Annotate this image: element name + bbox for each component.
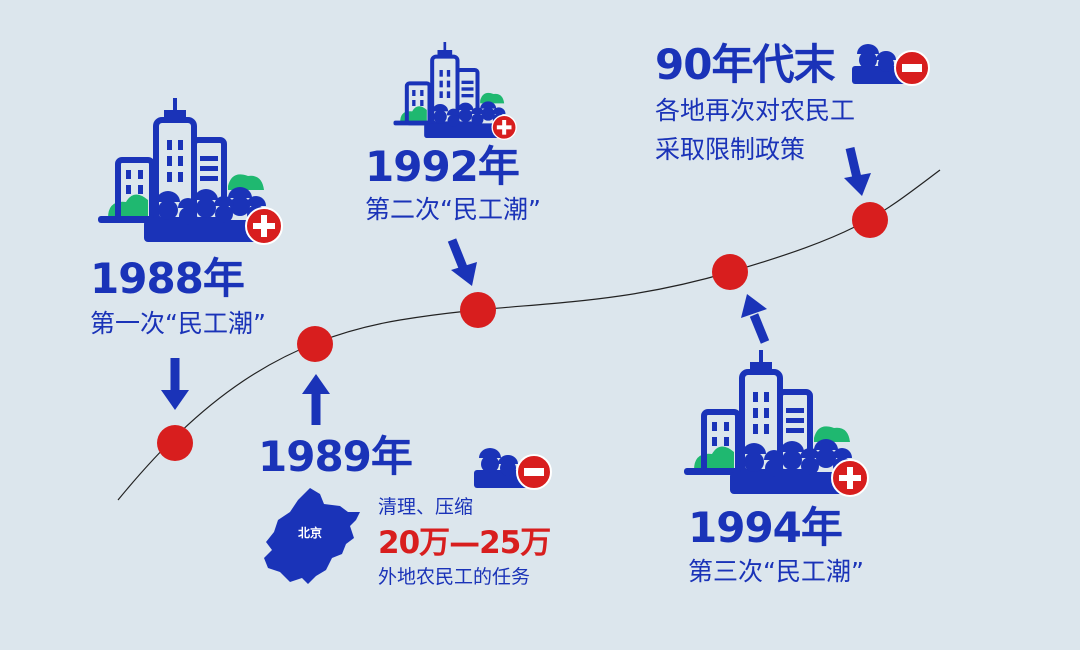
event-year-1994: 1994年: [688, 503, 843, 552]
timeline-dot-1992: [460, 292, 496, 328]
event-desc-1992: 第二次“民工潮”: [365, 195, 541, 224]
event-desc-1989-line3: 外地农民工的任务: [378, 566, 531, 588]
timeline-dot-1994: [712, 254, 748, 290]
timeline-curve: [117, 169, 941, 501]
event-desc-1994: 第三次“民工潮”: [688, 557, 864, 586]
beijing-map-icon: [264, 488, 360, 584]
event-year-1989: 1989年: [258, 432, 413, 481]
arrow-up-icon: [741, 294, 770, 344]
event-year-90s: 90年代末: [655, 40, 835, 89]
event-desc-90s-line1: 各地再次对农民工: [655, 96, 856, 125]
workers-minus-icon: [852, 36, 932, 86]
event-desc-1989-line1: 清理、压缩: [378, 496, 474, 518]
arrow-down-icon: [161, 358, 189, 410]
arrow-down-icon: [447, 238, 477, 286]
workers-minus-icon: [474, 440, 554, 490]
arrow-up-icon: [302, 374, 330, 425]
timeline-dot-90s: [852, 202, 888, 238]
map-label: 北京: [298, 526, 323, 540]
event-year-1988: 1988年: [90, 254, 245, 303]
timeline-dot-1989: [297, 326, 333, 362]
city-workers-plus-icon: [674, 350, 874, 500]
city-workers-plus-icon: [386, 42, 521, 142]
city-workers-plus-icon: [88, 98, 288, 248]
timeline-dot-1988: [157, 425, 193, 461]
event-desc-1989-number: 20万—25万: [378, 525, 551, 561]
event-year-1992: 1992年: [365, 142, 520, 191]
event-desc-1988: 第一次“民工潮”: [90, 309, 266, 338]
event-desc-90s-line2: 采取限制政策: [655, 135, 806, 164]
arrow-down-icon: [844, 146, 871, 196]
